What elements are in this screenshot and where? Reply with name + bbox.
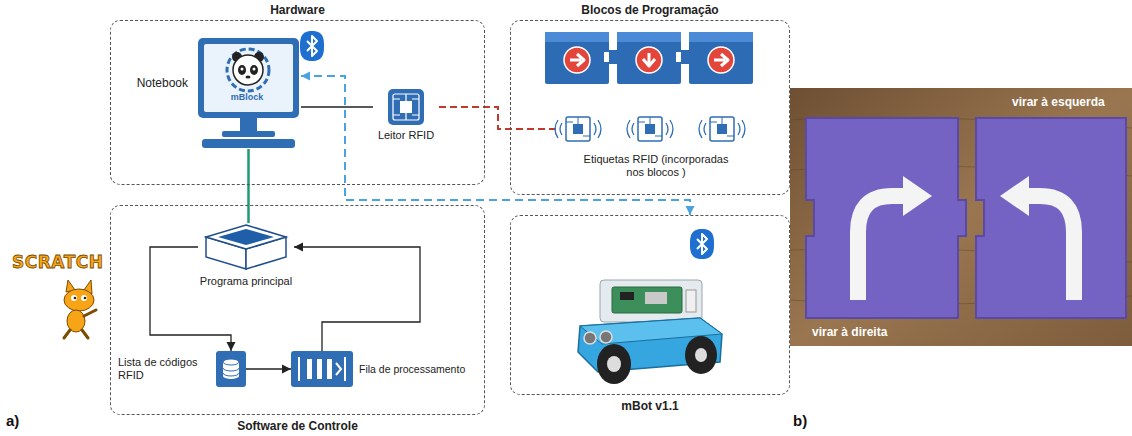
code-list: Lista de códigos RFID	[216, 351, 246, 387]
panel-letter: b)	[793, 412, 807, 430]
arrow-head	[227, 342, 236, 351]
photo	[790, 88, 1132, 346]
queue-icon	[291, 351, 353, 387]
programming-blocks	[545, 32, 753, 84]
photo-caption: virar à esquerda	[1012, 95, 1105, 109]
connector-line	[301, 106, 373, 108]
photo-caption: virar à direita	[812, 325, 887, 339]
node-label: Notebook	[137, 76, 188, 90]
processing-queue: Fila de processamento	[291, 351, 353, 387]
panel-letter: a)	[6, 412, 19, 430]
connector-line	[439, 107, 556, 129]
group-title: Software de Controle	[71, 419, 524, 433]
arrow-head	[282, 365, 291, 374]
logo-text: mBlock	[231, 92, 264, 103]
tags-icon	[556, 113, 756, 149]
box-icon	[198, 223, 294, 271]
main-program: Programa principal	[198, 223, 294, 288]
node-label: Lista de códigos RFID	[118, 356, 210, 382]
scratch-cat	[64, 280, 96, 338]
group-panel: Software de ControlePrograma principalLi…	[110, 205, 485, 415]
logo-text: SCRATCH	[12, 252, 103, 272]
connector	[301, 72, 695, 216]
group-title: mBot v1.1	[471, 399, 829, 413]
connector	[246, 365, 291, 374]
robot-illustration	[578, 280, 722, 384]
group-title: Hardware	[71, 3, 524, 17]
reader-icon	[373, 89, 439, 125]
arrow-head	[294, 243, 303, 252]
group-title: Blocos de Programação	[471, 3, 829, 17]
connector	[294, 243, 420, 352]
node-label: Leitor RFID	[373, 129, 439, 142]
group-panel: HardwareNotebookLeitor RFID	[110, 20, 485, 185]
bluetooth-icon	[300, 31, 324, 61]
rfid-reader: Leitor RFID	[373, 89, 439, 142]
list-icon	[216, 351, 246, 387]
node-label: Etiquetas RFID (incorporadas nos blocos …	[584, 153, 729, 179]
group-panel: mBot v1.1	[510, 215, 790, 395]
arrow-head	[301, 72, 310, 81]
rfid-tags: Etiquetas RFID (incorporadas nos blocos …	[556, 113, 756, 179]
connector	[301, 107, 373, 108]
connector	[248, 149, 249, 223]
group-panel: Blocos de ProgramaçãoEtiquetas RFID (inc…	[510, 20, 790, 195]
arrow-head	[686, 206, 695, 215]
connector-line	[150, 247, 231, 351]
node-label: Fila de processamento	[359, 363, 465, 376]
node-label: Programa principal	[198, 275, 294, 288]
connector-line	[294, 247, 420, 351]
connector-line	[247, 149, 250, 223]
bluetooth-icon	[690, 229, 714, 259]
connector	[439, 107, 556, 129]
